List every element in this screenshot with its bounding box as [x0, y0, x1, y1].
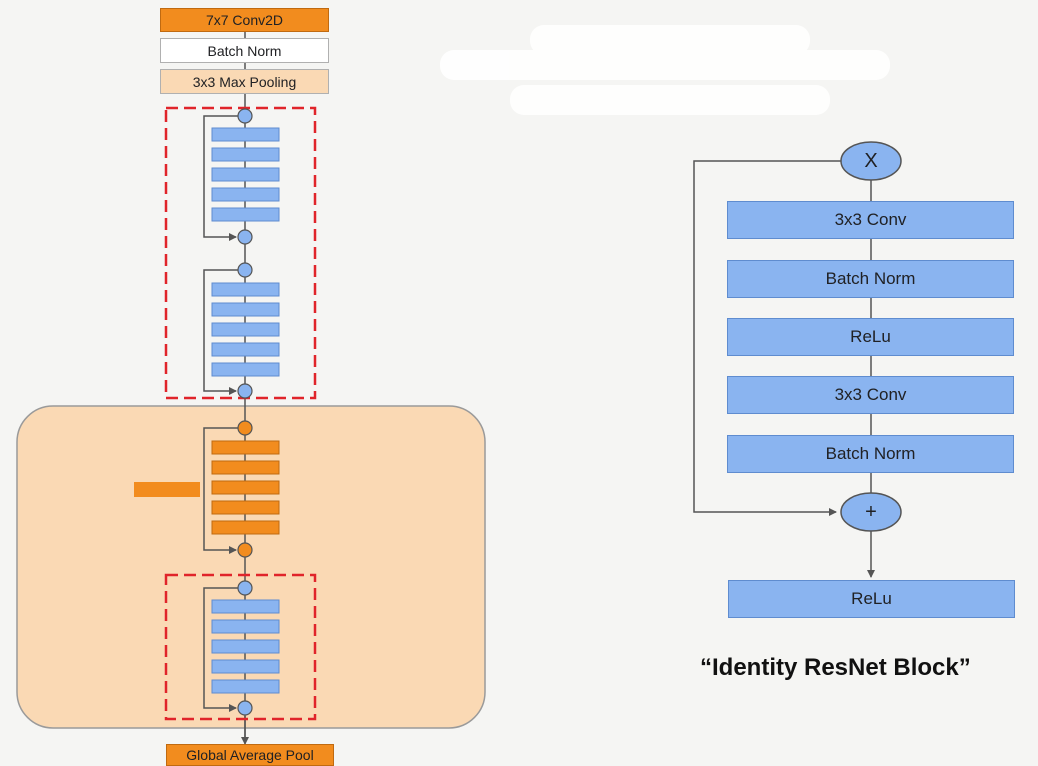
- global-average-pool-box: Global Average Pool: [166, 744, 334, 766]
- mini-block-1-layer-2: [211, 147, 280, 162]
- mini-block-4-layer-5: [211, 679, 280, 694]
- mini-block-4-skip: [203, 587, 239, 712]
- mini-block-2-add-node: [237, 383, 253, 399]
- mini-block-1-skip: [203, 115, 239, 241]
- max-pooling-box: 3x3 Max Pooling: [160, 69, 329, 94]
- mini-block-4-layer-1: [211, 599, 280, 614]
- identity-layer-4: 3x3 Conv: [727, 376, 1014, 414]
- identity-input-node: [840, 141, 902, 181]
- mini-block-4-add-node: [237, 700, 253, 716]
- mini-block-1-layer-5: [211, 207, 280, 222]
- identity-layer-2: Batch Norm: [727, 260, 1014, 298]
- conv7x7-box: 7x7 Conv2D: [160, 8, 329, 32]
- mini-block-4-input-node: [237, 580, 253, 596]
- dashed-group-2: [164, 573, 317, 721]
- mini-block-1-layer-3: [211, 167, 280, 182]
- identity-add-node: [840, 492, 902, 532]
- identity-layer-1: 3x3 Conv: [727, 201, 1014, 239]
- mini-block-3-layer-2: [211, 460, 280, 475]
- identity-layer-3: ReLu: [727, 318, 1014, 356]
- mini-block-3-layer-3: [211, 480, 280, 495]
- mini-block-3-layer-5: [211, 520, 280, 535]
- mini-block-4-layer-3: [211, 639, 280, 654]
- mini-block-2-skip: [203, 269, 239, 395]
- mini-block-1-layer-4: [211, 187, 280, 202]
- mini-block-1-add-node: [237, 229, 253, 245]
- mini-block-1-layer-1: [211, 127, 280, 142]
- mini-block-3-input-node: [237, 420, 253, 436]
- identity-block-caption: “Identity ResNet Block”: [700, 654, 971, 681]
- dashed-group-1: [164, 106, 317, 400]
- identity-add-label: +: [865, 500, 877, 523]
- mini-block-2-layer-3: [211, 322, 280, 337]
- identity-output-relu: ReLu: [728, 580, 1015, 618]
- mini-block-1-input-node: [237, 108, 253, 124]
- mini-block-3-add-node: [237, 542, 253, 558]
- mini-block-2-input-node: [237, 262, 253, 278]
- mini-block-2-layer-1: [211, 282, 280, 297]
- mini-block-3-layer-1: [211, 440, 280, 455]
- batch-norm-box: Batch Norm: [160, 38, 329, 63]
- mini-block-3-skip: [203, 427, 239, 554]
- blurred-watermark: [440, 25, 890, 115]
- mini-block-3-layer-4: [211, 500, 280, 515]
- mini-block-4-layer-2: [211, 619, 280, 634]
- identity-skip-connection: [693, 160, 843, 516]
- stage-side-bar: [134, 482, 200, 497]
- mini-block-2-layer-5: [211, 362, 280, 377]
- identity-layer-5: Batch Norm: [727, 435, 1014, 473]
- mini-block-2-layer-4: [211, 342, 280, 357]
- mini-block-4-layer-4: [211, 659, 280, 674]
- identity-input-label: X: [864, 149, 878, 172]
- mini-block-2-layer-2: [211, 302, 280, 317]
